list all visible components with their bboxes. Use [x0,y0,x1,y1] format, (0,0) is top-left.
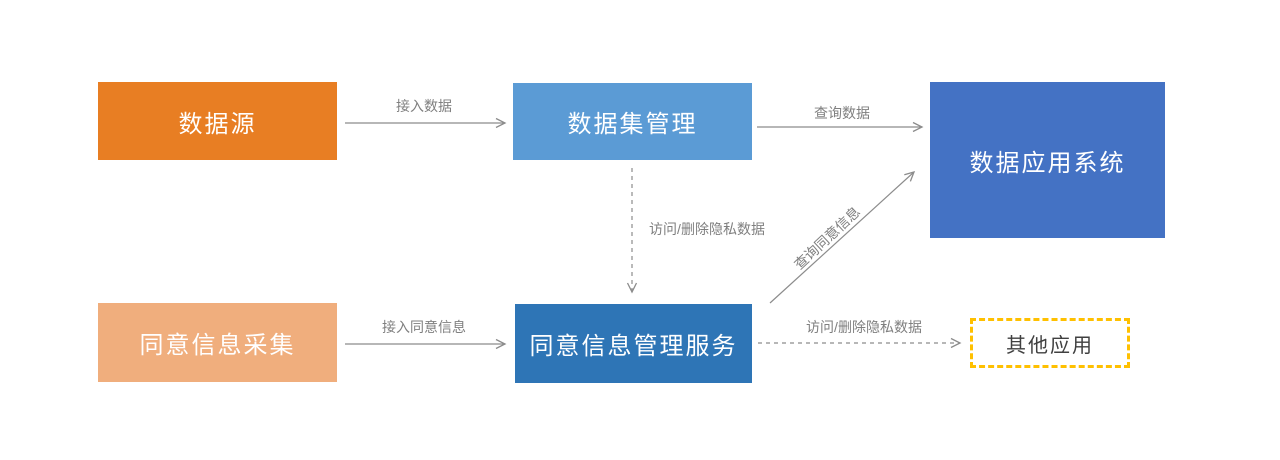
node-consent-info-management-service: 同意信息管理服务 [515,304,752,383]
node-dataset-management: 数据集管理 [513,83,752,160]
node-consent-info-management-service-label: 同意信息管理服务 [529,333,738,360]
node-data-source-label: 数据源 [178,110,257,138]
node-data-application-system-label: 数据应用系统 [969,149,1126,177]
node-dataset-management-label: 数据集管理 [567,111,698,138]
edge-label-access-data: 接入数据 [396,98,452,114]
edge-label-query-data: 查询数据 [814,105,870,121]
node-other-applications: 其他应用 [970,318,1130,368]
edge-label-access-delete-private-right: 访问/删除隐私数据 [806,319,922,335]
node-data-source: 数据源 [98,82,337,160]
edge-label-access-consent: 接入同意信息 [382,319,466,335]
node-other-applications-label: 其他应用 [1006,334,1094,357]
node-consent-info-collection-label: 同意信息采集 [139,332,296,359]
edge-label-query-consent: 查询同意信息 [790,203,864,273]
node-data-application-system: 数据应用系统 [930,82,1165,238]
node-consent-info-collection: 同意信息采集 [98,303,337,382]
edge-label-access-delete-private-down: 访问/删除隐私数据 [649,221,765,237]
